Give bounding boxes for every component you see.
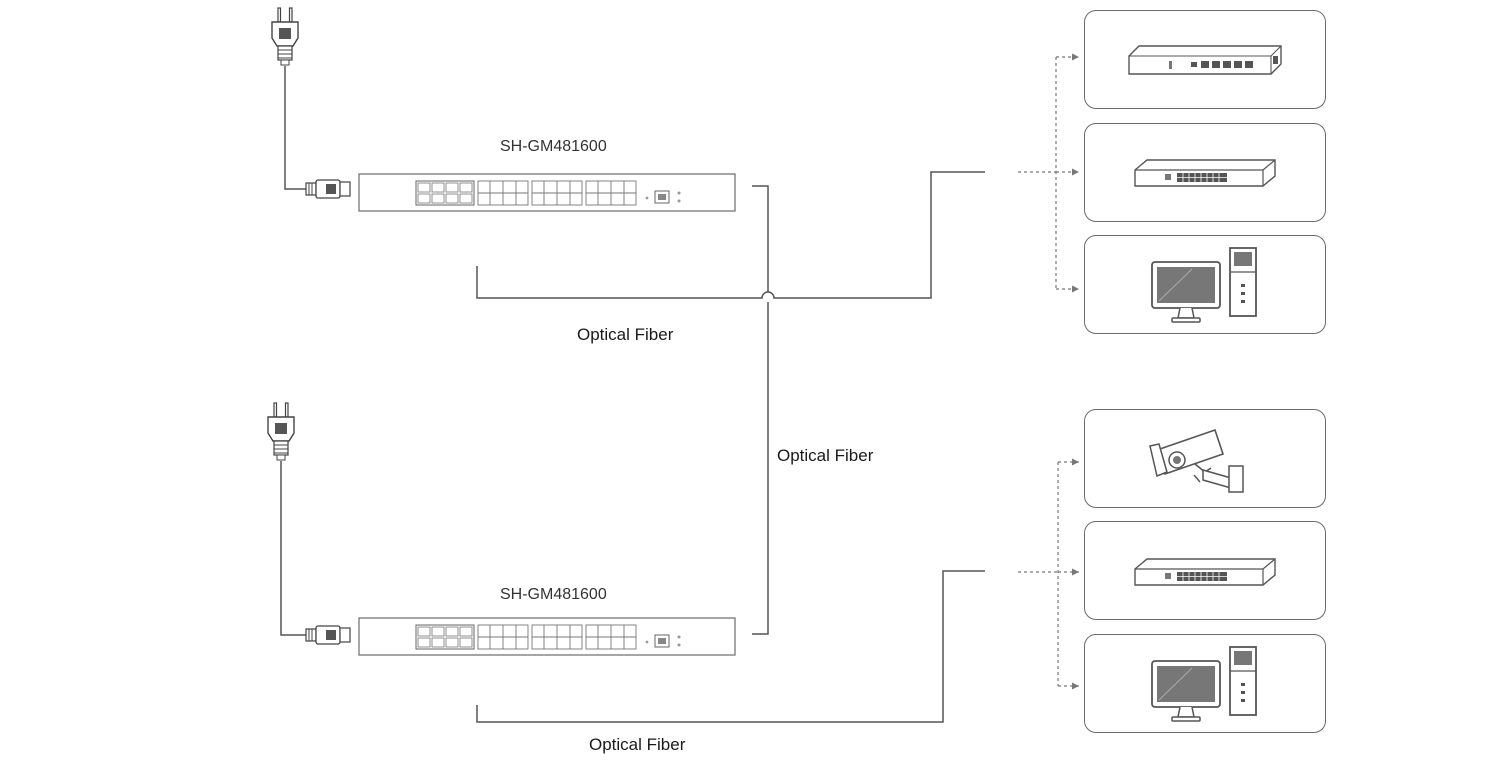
switch-2-model-label: SH-GM481600: [500, 586, 607, 603]
bottom-fiber-line: [476, 570, 985, 723]
power-plug-icon: [267, 402, 295, 461]
switch-2-front-panel: [358, 617, 736, 656]
switch-1-model-label: SH-GM481600: [500, 138, 607, 155]
bottom-fiber-label: Optical Fiber: [589, 735, 686, 754]
device-card-switch-top: [1084, 123, 1326, 222]
desktop-computer-icon: [1151, 247, 1257, 323]
network-switch-icon: [1134, 159, 1276, 187]
desktop-computer-icon: [1151, 646, 1257, 722]
power-connector-icon: [305, 179, 351, 199]
security-camera-icon: [1149, 428, 1244, 493]
inter-switch-fiber-line: [752, 185, 769, 635]
top-fiber-line: [476, 171, 985, 299]
top-fiber-label: Optical Fiber: [577, 325, 674, 344]
switch-1-front-panel: [358, 173, 736, 212]
top-distribution-lines: [1018, 53, 1079, 293]
router-icon: [1128, 45, 1282, 75]
middle-fiber-label: Optical Fiber: [777, 446, 874, 465]
network-switch-icon: [1134, 558, 1276, 586]
power-connector-icon: [305, 625, 351, 645]
bottom-distribution-lines: [1018, 458, 1079, 690]
power-plug-icon: [271, 7, 299, 66]
